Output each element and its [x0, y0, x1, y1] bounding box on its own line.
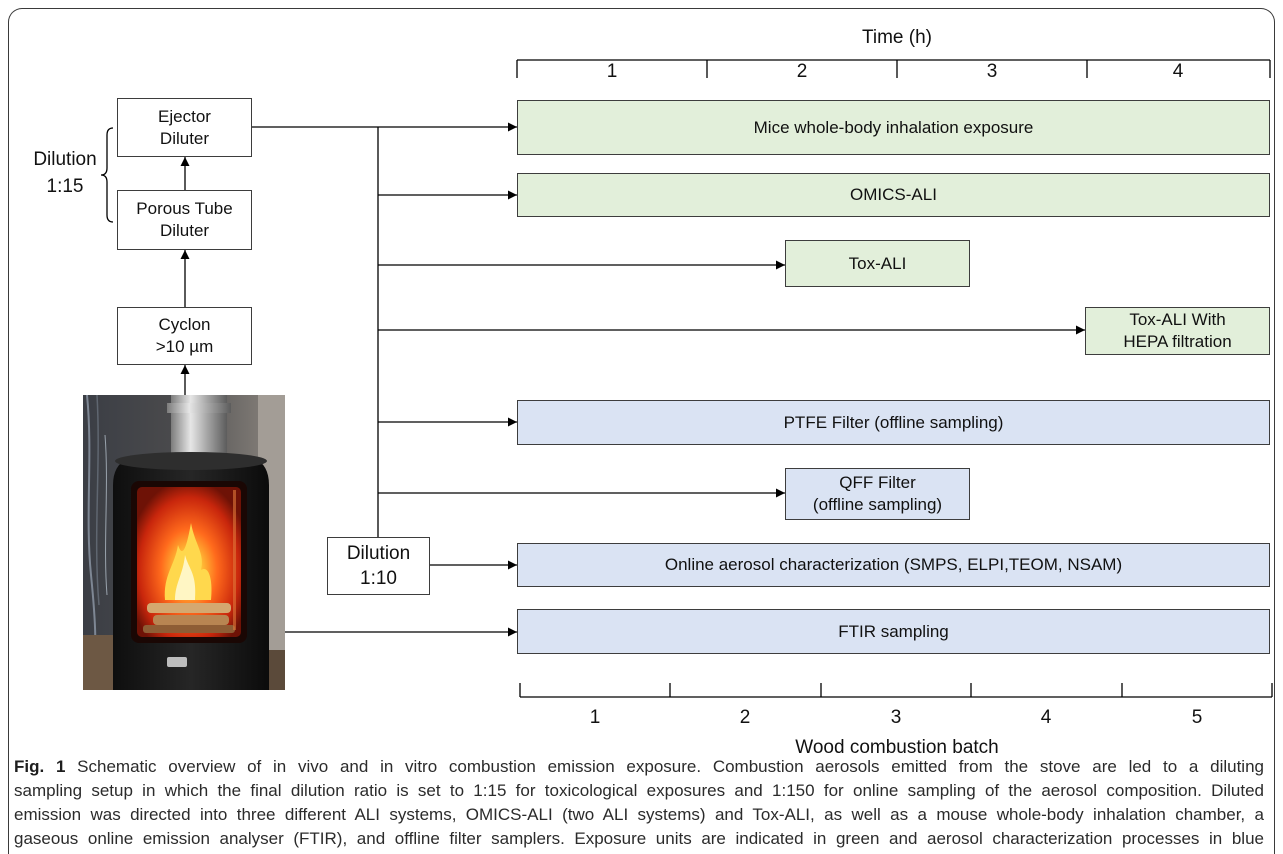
qff-filter-box: QFF Filter (offline sampling): [785, 468, 970, 520]
caption-line: emission was directed into three differe…: [14, 805, 1264, 824]
tox-ali-box: Tox-ALI: [785, 240, 970, 287]
caption-line: gaseous online emission analyser (FTIR),…: [14, 829, 1264, 848]
mice-inhalation-exposure-box: Mice whole-body inhalation exposure: [517, 100, 1270, 155]
cyclon-box: Cyclon >10 µm: [117, 307, 252, 365]
caption-line: sampling setup in which the final diluti…: [14, 781, 1264, 800]
dilution-bracket: [100, 127, 114, 223]
online-aerosol-characterization-box: Online aerosol characterization (SMPS, E…: [517, 543, 1270, 587]
batch-axis-title: Wood combustion batch: [795, 737, 999, 758]
dilution-1-15-label: Dilution 1:15: [33, 149, 97, 197]
time-axis-tick-label: 3: [986, 61, 998, 82]
ptfe-filter-box: PTFE Filter (offline sampling): [517, 400, 1270, 445]
porous-tube-diluter-box: Porous Tube Diluter: [117, 190, 252, 250]
figure-frame: [8, 8, 1275, 854]
dilution-1-10-box: Dilution 1:10: [327, 537, 430, 595]
tox-ali-hepa-box: Tox-ALI With HEPA filtration: [1085, 307, 1270, 355]
caption-label: Fig. 1: [14, 757, 66, 776]
batch-axis-tick-label: 1: [589, 707, 601, 728]
batch-axis-tick-label: 2: [739, 707, 751, 728]
time-axis-tick-label: 2: [796, 61, 808, 82]
stove-photo: [83, 395, 285, 690]
figure-caption: Fig. 1 Schematic overview of in vivo and…: [14, 755, 1264, 851]
time-axis-title: Time (h): [861, 27, 933, 48]
ftir-sampling-box: FTIR sampling: [517, 609, 1270, 654]
batch-axis-tick-label: 3: [890, 707, 902, 728]
omics-ali-box: OMICS-ALI: [517, 173, 1270, 217]
caption-text: Schematic overview of in vivo and in vit…: [77, 757, 1264, 776]
time-axis-tick-label: 4: [1172, 61, 1184, 82]
time-axis-tick-label: 1: [606, 61, 618, 82]
ejector-diluter-box: Ejector Diluter: [117, 98, 252, 157]
caption-line: Fig. 1 Schematic overview of in vivo and…: [14, 755, 1264, 779]
batch-axis-tick-label: 5: [1191, 707, 1203, 728]
batch-axis-tick-label: 4: [1040, 707, 1052, 728]
